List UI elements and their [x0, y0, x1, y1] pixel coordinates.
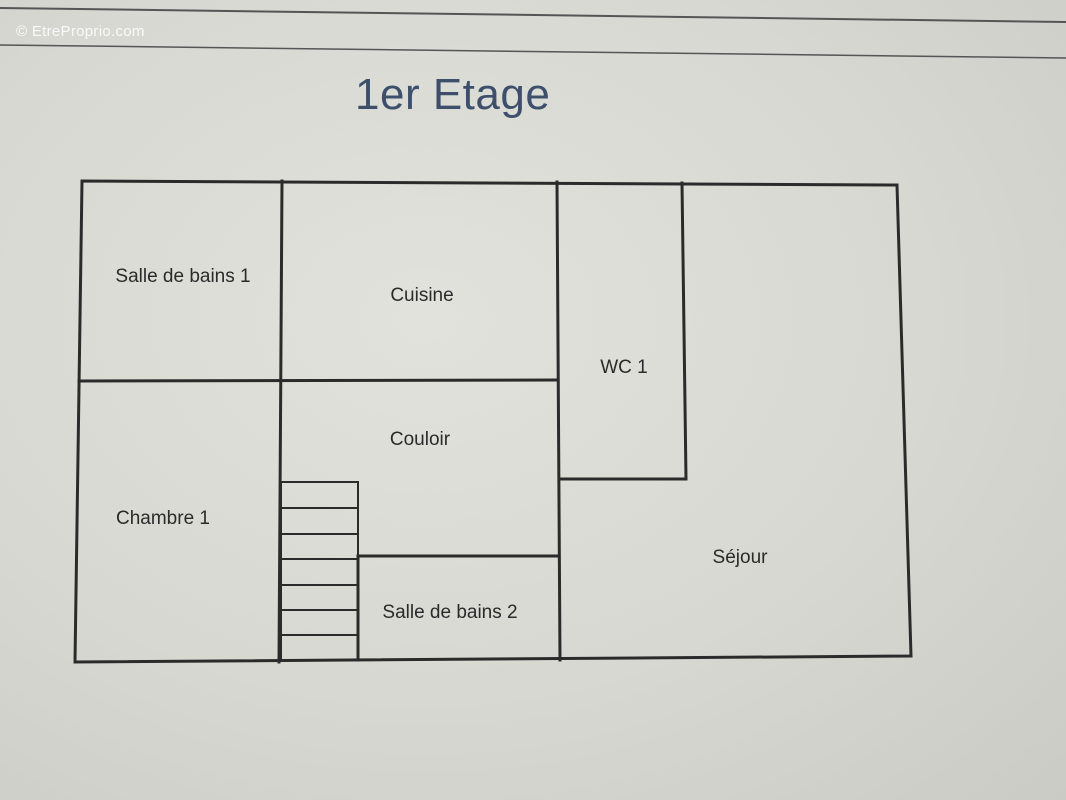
outer-wall [73, 179, 913, 664]
wall-bath1-cuisine [277, 179, 284, 664]
wall-bath1-chambre [77, 378, 560, 383]
room-label-cuisine: Cuisine [390, 285, 454, 306]
room-label-chambre-1: Chambre 1 [116, 508, 210, 529]
room-label-salle-de-bains-1: Salle de bains 1 [115, 266, 251, 287]
room-label-couloir: Couloir [389, 429, 451, 450]
watermark: © EtreProprio.com [16, 23, 145, 40]
floor-title: 1er Etage [355, 70, 551, 119]
wall-cuisine-wc [555, 180, 562, 662]
room-label-sejour: Séjour [712, 547, 768, 568]
staircase [280, 481, 359, 661]
room-label-wc-1: WC 1 [600, 357, 648, 378]
room-label-salle-de-bains-2: Salle de bains 2 [382, 602, 518, 623]
wall-wc-sejour [680, 181, 688, 481]
